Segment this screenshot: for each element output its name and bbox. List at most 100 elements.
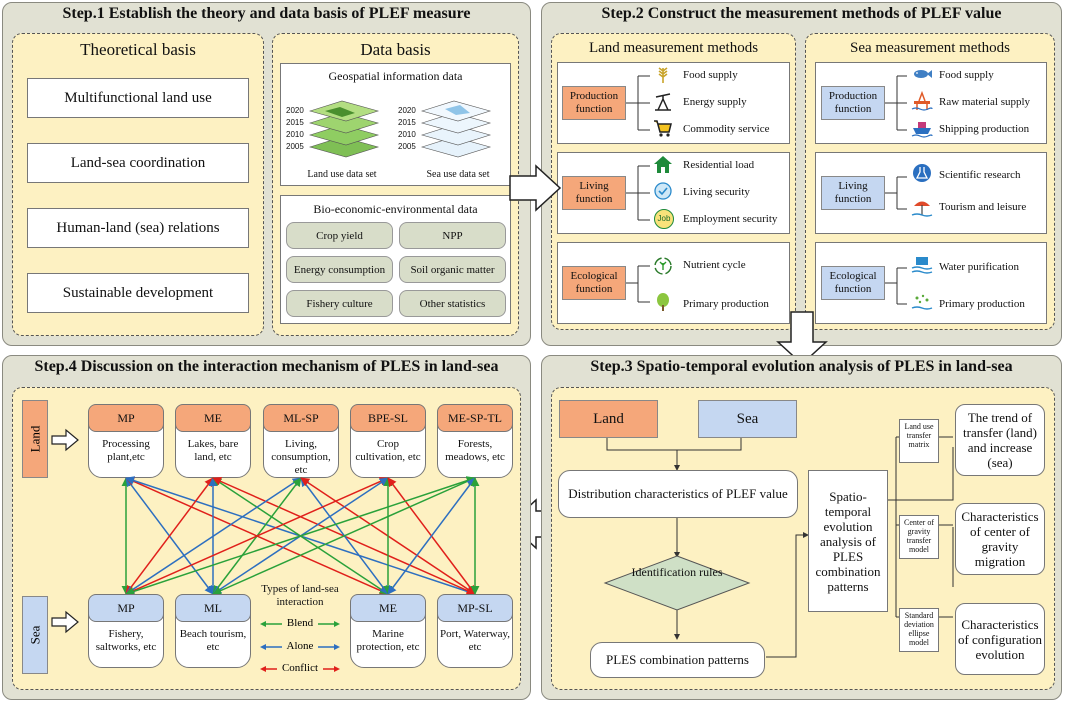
result-configuration: Characteristics of configuration evoluti…: [955, 603, 1045, 675]
land-eco-item-2: Primary production: [683, 298, 769, 310]
distribution-box: Distribution characteristics of PLEF val…: [558, 470, 798, 518]
step2-title: Step.2 Construct the measurement methods…: [601, 5, 1002, 22]
step3-flow: [603, 436, 954, 658]
arrow-step2-to-step3: [776, 311, 828, 366]
land-year-2020: 2020: [286, 106, 304, 115]
job-icon: Job: [654, 209, 674, 229]
sea-eco-item-2: Primary production: [939, 298, 1025, 310]
land-prod-item-1: Food supply: [683, 69, 738, 81]
sea-production-label: Production function: [821, 86, 885, 120]
bio-item-other: Other statistics: [399, 290, 506, 317]
land-ecological-label: Ecological function: [562, 266, 626, 300]
wheat-icon: [658, 67, 668, 83]
step1-title: Step.1 Establish the theory and data bas…: [62, 5, 471, 22]
geospatial-layers-graphic: 2020 2015 2010 2005 2020 2015 2010 2005 …: [286, 100, 492, 180]
interaction-line-18: [387, 477, 476, 595]
theoretical-heading: Theoretical basis: [80, 40, 196, 59]
land-year-labels: 2020 2015 2010 2005 2020 2015 2010 2005: [286, 106, 416, 151]
sea-prod-item-2: Raw material supply: [939, 96, 1031, 108]
security-icon: [654, 182, 672, 200]
water-purification-icon: [911, 257, 933, 274]
legend-title: Types of land-sea interaction: [261, 583, 339, 608]
oil-pump-icon: [655, 93, 671, 111]
step2-connectors: [626, 75, 907, 305]
step3-land-box: Land: [559, 400, 658, 438]
land-eco-item-1: Nutrient cycle: [683, 259, 746, 271]
theory-item-4: Sustainable development: [27, 273, 249, 313]
sea-methods-heading: Sea measurement methods: [850, 40, 1010, 56]
land-prod-item-2: Energy supply: [683, 96, 747, 108]
bio-item-crop-yield: Crop yield: [286, 222, 393, 249]
bio-title: Bio-economic-environmental data: [313, 202, 478, 216]
land-prod-item-3: Commodity service: [683, 123, 770, 135]
land-liv-item-3: Employment security: [683, 213, 778, 225]
method-sde: Standard deviation ellipse model: [899, 608, 939, 652]
result-gravity-migration: Characteristics of center of gravity mig…: [955, 503, 1045, 575]
arrow-step1-to-step2: [509, 164, 562, 212]
bio-item-fishery: Fishery culture: [286, 290, 393, 317]
sea-year-2020: 2020: [398, 106, 416, 115]
geospatial-title: Geospatial information data: [328, 69, 463, 83]
sea-eco-item-1: Water purification: [939, 261, 1020, 273]
bio-item-energy: Energy consumption: [286, 256, 393, 283]
analysis-box: Spatio-temporal evolution analysis of PL…: [808, 470, 888, 612]
ship-icon: [911, 122, 933, 138]
land-living-label: Living function: [562, 176, 626, 210]
bio-item-npp: NPP: [399, 222, 506, 249]
data-heading: Data basis: [360, 40, 431, 59]
land-caption: Land use data set: [307, 169, 376, 180]
land-year-2010: 2010: [286, 130, 304, 139]
theory-item-2: Land-sea coordination: [27, 143, 249, 183]
sea-year-2010: 2010: [398, 130, 416, 139]
legend-conflict: Conflict: [277, 662, 323, 674]
identification-label: Identification rules: [631, 565, 723, 579]
legend-blend: Blend: [282, 617, 318, 629]
identification-diamond: [603, 555, 751, 611]
sea-side-label: Sea: [22, 596, 48, 674]
land-methods-heading: Land measurement methods: [588, 40, 759, 56]
sea-prod-item-3: Shipping production: [939, 123, 1030, 135]
step4-title: Step.4 Discussion on the interaction mec…: [34, 358, 499, 375]
theory-item-1: Multifunctional land use: [27, 78, 249, 118]
sea-hollow-arrow: [51, 610, 79, 634]
theory-item-3: Human-land (sea) relations: [27, 208, 249, 248]
step3-title: Step.3 Spatio-temporal evolution analysi…: [590, 358, 1013, 375]
sea-year-2005: 2005: [398, 142, 416, 151]
house-icon: [654, 156, 672, 173]
sea-liv-item-1: Scientific research: [939, 169, 1021, 181]
sea-prod-item-1: Food supply: [939, 69, 994, 81]
beach-umbrella-icon: [911, 201, 933, 217]
sea-year-2015: 2015: [398, 118, 416, 127]
method-transfer-matrix: Land use transfer matrix: [899, 419, 939, 463]
land-side-label: Land: [22, 400, 48, 478]
patterns-box: PLES combination patterns: [590, 642, 765, 678]
bio-item-soil: Soil organic matter: [399, 256, 506, 283]
method-center-gravity: Center of gravity transfer model: [899, 515, 939, 559]
land-year-2015: 2015: [286, 118, 304, 127]
step3-sea-box: Sea: [698, 400, 797, 438]
land-liv-item-1: Residential load: [683, 159, 755, 171]
sea-caption: Sea use data set: [426, 169, 489, 180]
nutrient-cycle-icon: [654, 257, 672, 275]
side-arrows: [51, 428, 79, 634]
sea-ecological-label: Ecological function: [821, 266, 885, 300]
sea-map-layers: [420, 100, 492, 158]
land-map-layers: [308, 100, 380, 158]
land-hollow-arrow: [51, 428, 79, 452]
flask-icon: [913, 164, 931, 182]
land-liv-item-2: Living security: [683, 186, 750, 198]
land-year-2005: 2005: [286, 142, 304, 151]
plankton-icon: [911, 294, 933, 310]
land-production-label: Production function: [562, 86, 626, 120]
shopping-cart-icon: [654, 120, 672, 137]
